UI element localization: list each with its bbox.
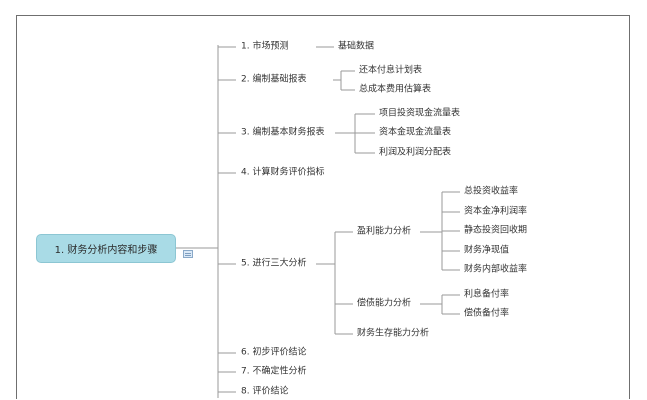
node-interest-coverage[interactable]: 利息备付率: [464, 289, 510, 300]
node-repayment-plan[interactable]: 还本付息计划表: [359, 65, 423, 76]
node-npv[interactable]: 财务净现值: [464, 245, 510, 256]
branch-financial-statements[interactable]: 3. 编制基本财务报表: [241, 127, 325, 138]
branch-basic-reports[interactable]: 2. 编制基础报表: [241, 74, 307, 85]
node-debt-service-coverage[interactable]: 偿债备付率: [464, 308, 510, 319]
branch-evaluation-conclusion[interactable]: 8. 评价结论: [241, 386, 289, 397]
node-irr[interactable]: 财务内部收益率: [464, 264, 528, 275]
node-profit-distribution[interactable]: 利润及利润分配表: [379, 147, 452, 158]
root-node-label: 1. 财务分析内容和步骤: [54, 245, 158, 256]
node-project-cashflow[interactable]: 项目投资现金流量表: [379, 108, 461, 119]
branch-uncertainty-analysis[interactable]: 7. 不确定性分析: [241, 366, 307, 377]
node-roi[interactable]: 总投资收益率: [464, 186, 519, 197]
node-capital-cashflow[interactable]: 资本金现金流量表: [379, 127, 452, 138]
node-survival-analysis[interactable]: 财务生存能力分析: [357, 328, 430, 339]
node-basic-data[interactable]: 基础数据: [338, 41, 375, 52]
node-solvency-analysis[interactable]: 偿债能力分析: [357, 298, 412, 309]
root-node[interactable]: 1. 财务分析内容和步骤: [36, 234, 176, 263]
note-icon[interactable]: [183, 250, 193, 258]
branch-market-forecast[interactable]: 1. 市场预测: [241, 41, 289, 52]
node-payback-period[interactable]: 静态投资回收期: [464, 225, 528, 236]
node-roe[interactable]: 资本金净利润率: [464, 206, 528, 217]
branch-preliminary-conclusion[interactable]: 6. 初步评价结论: [241, 347, 307, 358]
branch-three-analyses[interactable]: 5. 进行三大分析: [241, 258, 307, 269]
branch-evaluation-indicators[interactable]: 4. 计算财务评价指标: [241, 167, 325, 178]
diagram-frame: [16, 15, 630, 399]
node-total-cost-estimate[interactable]: 总成本费用估算表: [359, 84, 432, 95]
node-profitability-analysis[interactable]: 盈利能力分析: [357, 226, 412, 237]
